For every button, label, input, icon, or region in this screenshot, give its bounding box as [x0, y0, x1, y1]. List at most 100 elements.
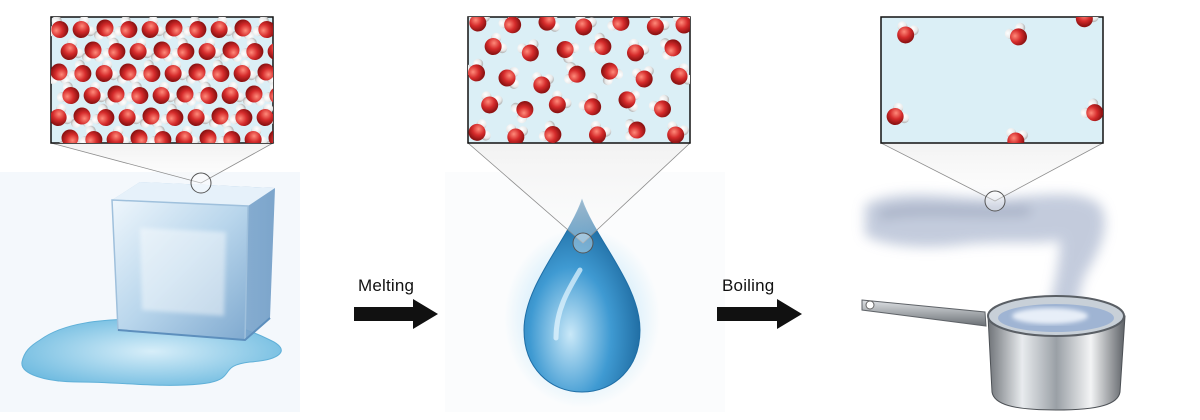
water-molecule-icon	[95, 59, 119, 82]
water-molecule-icon	[148, 125, 172, 143]
water-molecule-icon	[71, 107, 93, 128]
water-molecule-icon	[59, 129, 81, 143]
water-molecule-icon	[252, 17, 273, 38]
water-molecule-icon	[517, 39, 539, 62]
water-molecule-icon	[171, 37, 195, 60]
water-molecule-icon	[667, 121, 689, 143]
molecule-panel-gas	[880, 16, 1104, 144]
water-molecule-icon	[618, 90, 640, 112]
water-molecule-icon	[538, 120, 562, 143]
water-molecule-icon	[244, 125, 268, 143]
water-molecule-icon	[151, 41, 173, 62]
water-molecule-icon	[625, 119, 646, 141]
water-molecule-icon	[263, 81, 273, 104]
water-molecule-icon	[128, 129, 150, 143]
water-molecule-icon	[125, 81, 149, 104]
water-molecule-icon	[1080, 98, 1103, 122]
water-molecule-icon	[210, 17, 234, 38]
water-molecule-icon	[229, 103, 253, 126]
water-molecule-icon	[183, 17, 207, 38]
water-molecule-icon	[197, 129, 219, 143]
water-molecule-icon	[670, 63, 690, 85]
water-molecule-icon	[117, 63, 139, 84]
water-molecule-icon	[575, 17, 597, 36]
water-molecule-icon	[468, 119, 491, 141]
water-molecule-icon	[102, 37, 126, 60]
water-molecule-icon	[510, 101, 534, 124]
water-molecule-icon	[175, 125, 199, 143]
water-molecule-icon	[233, 59, 257, 82]
water-molecule-icon	[164, 59, 188, 82]
water-molecule-icon	[240, 37, 264, 60]
water-molecule-icon	[206, 59, 230, 82]
water-molecule-icon	[217, 125, 241, 143]
water-molecule-icon	[163, 19, 185, 40]
water-molecule-icon	[221, 81, 245, 104]
water-molecule-icon	[198, 37, 222, 60]
magnifier-circle-icon	[572, 232, 594, 254]
water-molecule-icon	[137, 59, 161, 82]
water-molecule-icon	[267, 43, 273, 60]
water-molecule-icon	[255, 63, 273, 84]
water-molecule-icon	[506, 124, 528, 143]
water-molecule-icon	[68, 59, 92, 82]
water-molecule-icon	[1004, 22, 1027, 46]
water-molecule-icon	[1006, 128, 1028, 143]
water-molecule-icon	[601, 62, 624, 86]
water-molecule-icon	[194, 81, 218, 104]
water-molecule-icon	[187, 103, 211, 126]
arrow-right-icon	[354, 299, 438, 329]
water-molecule-icon	[588, 32, 612, 55]
water-molecule-icon	[51, 17, 69, 38]
water-molecule-icon	[82, 41, 104, 62]
water-molecule-icon	[538, 17, 560, 32]
water-molecule-icon	[564, 62, 586, 84]
water-molecule-icon	[160, 103, 184, 126]
water-molecule-icon	[627, 38, 650, 62]
water-molecule-icon	[589, 120, 612, 143]
water-molecule-icon	[632, 66, 654, 88]
ice-cube-icon	[0, 172, 300, 412]
water-molecule-icon	[140, 107, 162, 128]
water-molecule-icon	[79, 125, 103, 143]
water-molecule-icon	[498, 17, 522, 34]
water-molecule-icon	[60, 37, 84, 60]
water-molecule-icon	[72, 17, 96, 38]
magnifier-circle-icon	[984, 190, 1006, 212]
water-molecule-icon	[209, 107, 231, 128]
water-molecule-icon	[886, 102, 910, 125]
water-molecule-icon	[468, 58, 485, 82]
water-molecule-icon	[105, 85, 127, 106]
water-molecule-icon	[256, 103, 273, 126]
water-molecule-icon	[607, 17, 630, 31]
water-molecule-icon	[152, 81, 176, 104]
water-molecule-icon	[243, 85, 265, 106]
water-molecule-icon	[897, 21, 919, 44]
steam-pot-icon	[861, 194, 1126, 411]
water-molecule-icon	[498, 67, 519, 89]
water-drop-icon	[445, 172, 725, 412]
arrow-right-icon	[717, 299, 802, 329]
water-molecule-icon	[91, 103, 115, 126]
water-molecule-icon	[83, 81, 107, 104]
water-molecule-icon	[106, 125, 130, 143]
water-molecule-icon	[484, 32, 508, 55]
water-molecule-icon	[141, 17, 165, 38]
water-molecule-icon	[118, 103, 142, 126]
water-molecule-icon	[220, 41, 242, 62]
water-molecule-icon	[548, 90, 572, 114]
water-molecule-icon	[578, 92, 602, 116]
melting-label: Melting	[358, 276, 415, 295]
water-molecule-icon	[174, 85, 196, 106]
water-molecule-icon	[648, 94, 671, 118]
water-molecule-icon	[51, 103, 73, 126]
boiling-label: Boiling	[722, 276, 775, 295]
water-molecule-icon	[556, 41, 580, 64]
water-molecule-icon	[266, 130, 273, 143]
molecule-panel-solid	[50, 16, 274, 144]
water-molecule-icon	[646, 17, 670, 36]
water-molecule-icon	[51, 63, 70, 84]
water-molecule-icon	[1075, 17, 1099, 28]
